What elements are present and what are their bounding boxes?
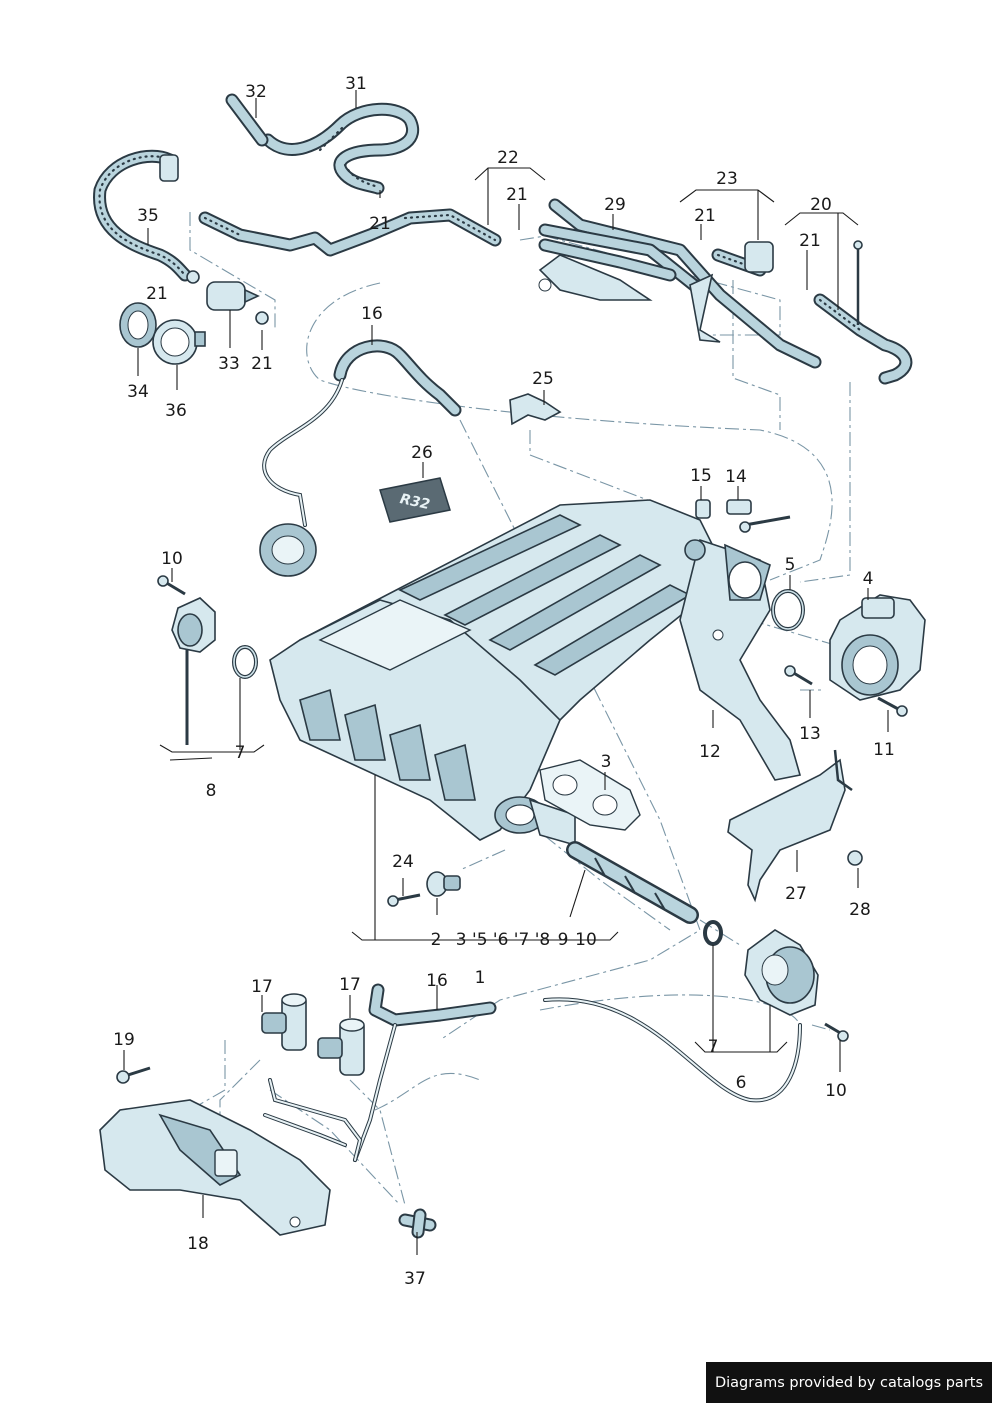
callout-21-hose35: 21 [146,284,168,304]
throttle-body-4 [829,594,926,701]
callout-24: 24 [392,852,414,872]
clamp-36 [152,319,206,365]
callout-10-shaft: 10 [575,930,597,950]
badge-text: R32 [398,491,431,513]
callout-16-upper: 16 [361,304,383,324]
callout-21-line22: 21 [506,185,528,205]
vacuum-reservoir-18 [99,1099,331,1236]
hose-23 [711,241,774,277]
bolt-13 [784,665,813,686]
bolt-10-left [157,575,186,596]
callout-37: 37 [404,1269,426,1289]
bolt-28 [847,850,863,866]
callout-1: 1 [475,968,486,988]
callout-20: 20 [810,195,832,215]
bolt-11 [877,696,908,717]
solenoid-valve-17-left [261,993,307,1051]
callout-9: 9 [558,930,569,950]
actuator-8 [171,597,216,745]
callout-17-left: 17 [251,977,273,997]
callout-26: 26 [411,443,433,463]
shaft-9 [566,841,699,924]
callout-22: 22 [497,148,519,168]
solenoid-valve-17-right [317,1018,365,1076]
callout-13: 13 [799,724,821,744]
callout-4: 4 [863,569,874,589]
callout-36: 36 [165,401,187,421]
callout-27: 27 [785,884,807,904]
screw-15 [695,499,711,519]
callout-31: 31 [345,74,367,94]
callout-21-pipe29: 21 [694,206,716,226]
hose-31 [261,102,420,195]
vacuum-lines-17 [263,1078,363,1162]
callout-35: 35 [137,206,159,226]
badge-26: R32 [379,477,451,523]
callout-2: 2 [431,930,442,950]
hose-16-lower [353,983,497,1162]
assembly-dash-lines [154,212,851,1206]
check-valve-33 [186,270,269,325]
actuator-6 [543,929,819,1103]
hose-32 [225,93,269,147]
hose-16-upper [259,339,462,577]
callout-17-right: 17 [339,975,361,995]
t-connector-37 [398,1208,437,1239]
sleeve-14 [726,499,791,533]
seal-7-left [232,645,258,679]
callout-34: 34 [127,382,149,402]
callout-19: 19 [113,1030,135,1050]
callout-7-left: 7 [235,743,246,763]
hose-35 [93,149,192,282]
callout-33: 33 [218,354,240,374]
seal-7-right [703,920,723,946]
seal-5 [771,589,805,631]
callout-sequence: 3 '5 '6 '7 '8 [456,930,550,950]
callout-7-right: 7 [708,1037,719,1057]
hose-20 [813,240,913,385]
leader-lines [123,90,889,1255]
gasket-3 [539,759,641,831]
callout-18: 18 [187,1234,209,1254]
callout-16-lower: 16 [426,971,448,991]
screw-24 [387,893,421,907]
intake-manifold [269,499,802,847]
callout-5: 5 [785,555,796,575]
clamp-34 [119,302,157,348]
callout-29: 29 [604,195,626,215]
bolt-19 [116,1066,151,1084]
callout-10-right: 10 [825,1081,847,1101]
callout-6: 6 [736,1073,747,1093]
callout-23: 23 [716,169,738,189]
credit-banner: Diagrams provided by catalogs parts [706,1362,992,1403]
callout-12: 12 [699,742,721,762]
callout-21-hose20: 21 [799,231,821,251]
callout-11: 11 [873,740,895,760]
callout-3: 3 [601,752,612,772]
callout-15: 15 [690,466,712,486]
callout-25: 25 [532,369,554,389]
callout-14: 14 [725,467,747,487]
bracket-25 [509,393,562,426]
callout-10-left: 10 [161,549,183,569]
callout-8: 8 [206,781,217,801]
callout-32: 32 [245,82,267,102]
callout-21-hose31: 21 [369,214,391,234]
pipe-assembly-29 [538,198,822,369]
bolt-10-right [824,1022,849,1042]
bracket-27 [727,749,853,903]
callout-28: 28 [849,900,871,920]
callout-numbers: 32 31 22 23 20 35 21 21 21 21 21 21 29 3… [113,74,895,1289]
plug-2 [426,871,461,897]
callout-21-valve33: 21 [251,354,273,374]
vacuum-line-22 [198,208,502,257]
